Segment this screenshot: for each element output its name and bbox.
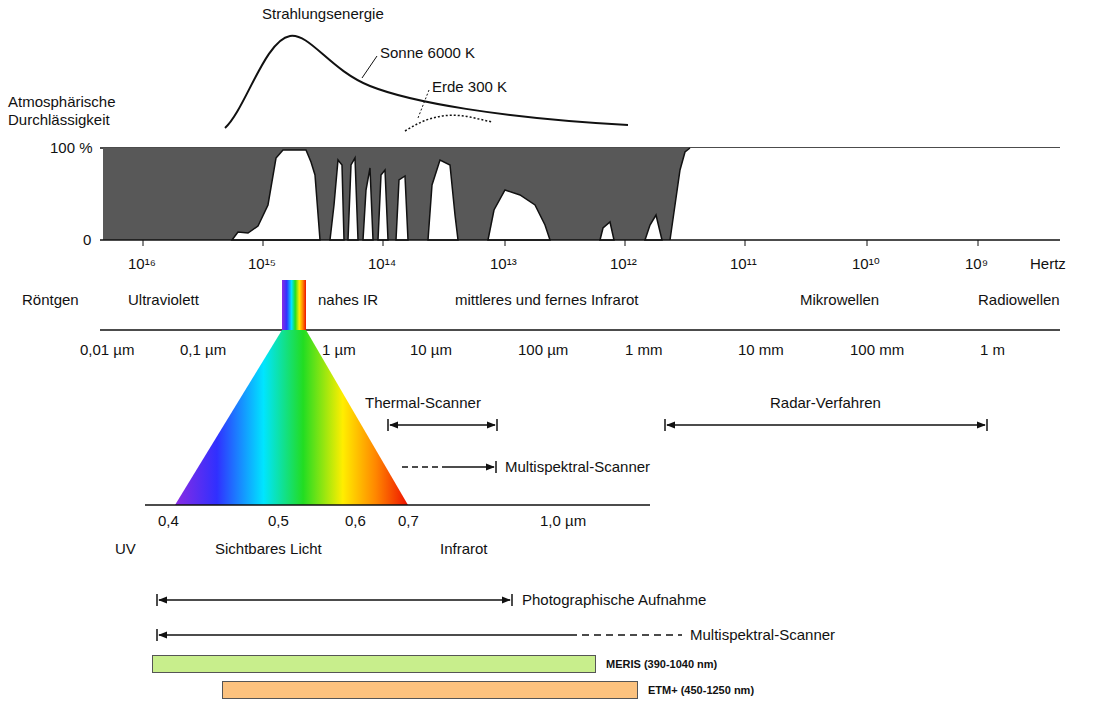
spectrum-label: 100 % xyxy=(50,139,93,157)
spectrum-label: 10¹² xyxy=(610,255,637,273)
spectrum-label: Infrarot xyxy=(440,540,488,558)
spectrum-label: 10¹³ xyxy=(490,255,517,273)
spectrum-label: 0,4 xyxy=(158,512,179,530)
spectrum-label: 10¹⁴ xyxy=(368,255,396,273)
spectrum-label: Sonne 6000 K xyxy=(380,44,475,62)
spectrum-label: 0,7 xyxy=(398,512,419,530)
spectrum-label: 0 xyxy=(83,231,91,249)
spectrum-label: Multispektral-Scanner xyxy=(505,458,650,476)
spectrum-label: Sichtbares Licht xyxy=(215,540,322,558)
spectrum-label: 1 µm xyxy=(322,341,356,359)
sensor-band: MERIS (390-1040 nm) xyxy=(152,655,717,673)
spectrum-label: 100 µm xyxy=(518,341,568,359)
spectrum-label: Erde 300 K xyxy=(432,78,507,96)
spectrum-label: Hertz xyxy=(1030,255,1066,273)
spectrum-label: 1,0 µm xyxy=(540,512,586,530)
spectrum-label: mittleres und fernes Infrarot xyxy=(455,291,638,309)
spectrum-label: Radar-Verfahren xyxy=(770,394,881,412)
sensor-band: ETM+ (450-1250 nm) xyxy=(222,681,754,699)
spectrum-label: Röntgen xyxy=(22,291,79,309)
spectrum-label: 10 mm xyxy=(738,341,784,359)
band-label: MERIS (390-1040 nm) xyxy=(606,658,717,670)
spectrum-label: 10 µm xyxy=(410,341,452,359)
spectrum-label: 10¹⁶ xyxy=(128,255,156,273)
spectrum-label: 0,1 µm xyxy=(180,341,226,359)
spectrum-label: nahes IR xyxy=(318,291,378,309)
spectrum-label: UV xyxy=(115,540,136,558)
spectrum-label: 100 mm xyxy=(850,341,904,359)
band-bar xyxy=(152,655,596,673)
spectrum-label: 10¹⁵ xyxy=(248,255,276,273)
spectrum-label: Strahlungsenergie xyxy=(262,5,384,23)
spectrum-label: Atmosphärische Durchlässigkeit xyxy=(8,93,133,129)
spectrum-label: 10¹¹ xyxy=(730,255,757,273)
spectrum-label: 0,01 µm xyxy=(80,341,135,359)
spectrum-label: Ultraviolett xyxy=(128,291,199,309)
spectrum-label: 1 m xyxy=(980,341,1005,359)
band-bar xyxy=(222,681,638,699)
spectrum-label: 0,6 xyxy=(345,512,366,530)
spectrum-label: Multispektral-Scanner xyxy=(690,626,835,644)
band-label: ETM+ (450-1250 nm) xyxy=(648,684,754,696)
spectrum-label: 1 mm xyxy=(625,341,663,359)
spectrum-label: 10¹⁰ xyxy=(852,255,880,273)
spectrum-label: Radiowellen xyxy=(978,291,1060,309)
spectrum-label: Photographische Aufnahme xyxy=(522,591,706,609)
spectrum-label: 10⁹ xyxy=(965,255,988,273)
spectrum-label: Thermal-Scanner xyxy=(365,394,481,412)
spectrum-label: 0,5 xyxy=(268,512,289,530)
spectrum-label: Mikrowellen xyxy=(800,291,879,309)
